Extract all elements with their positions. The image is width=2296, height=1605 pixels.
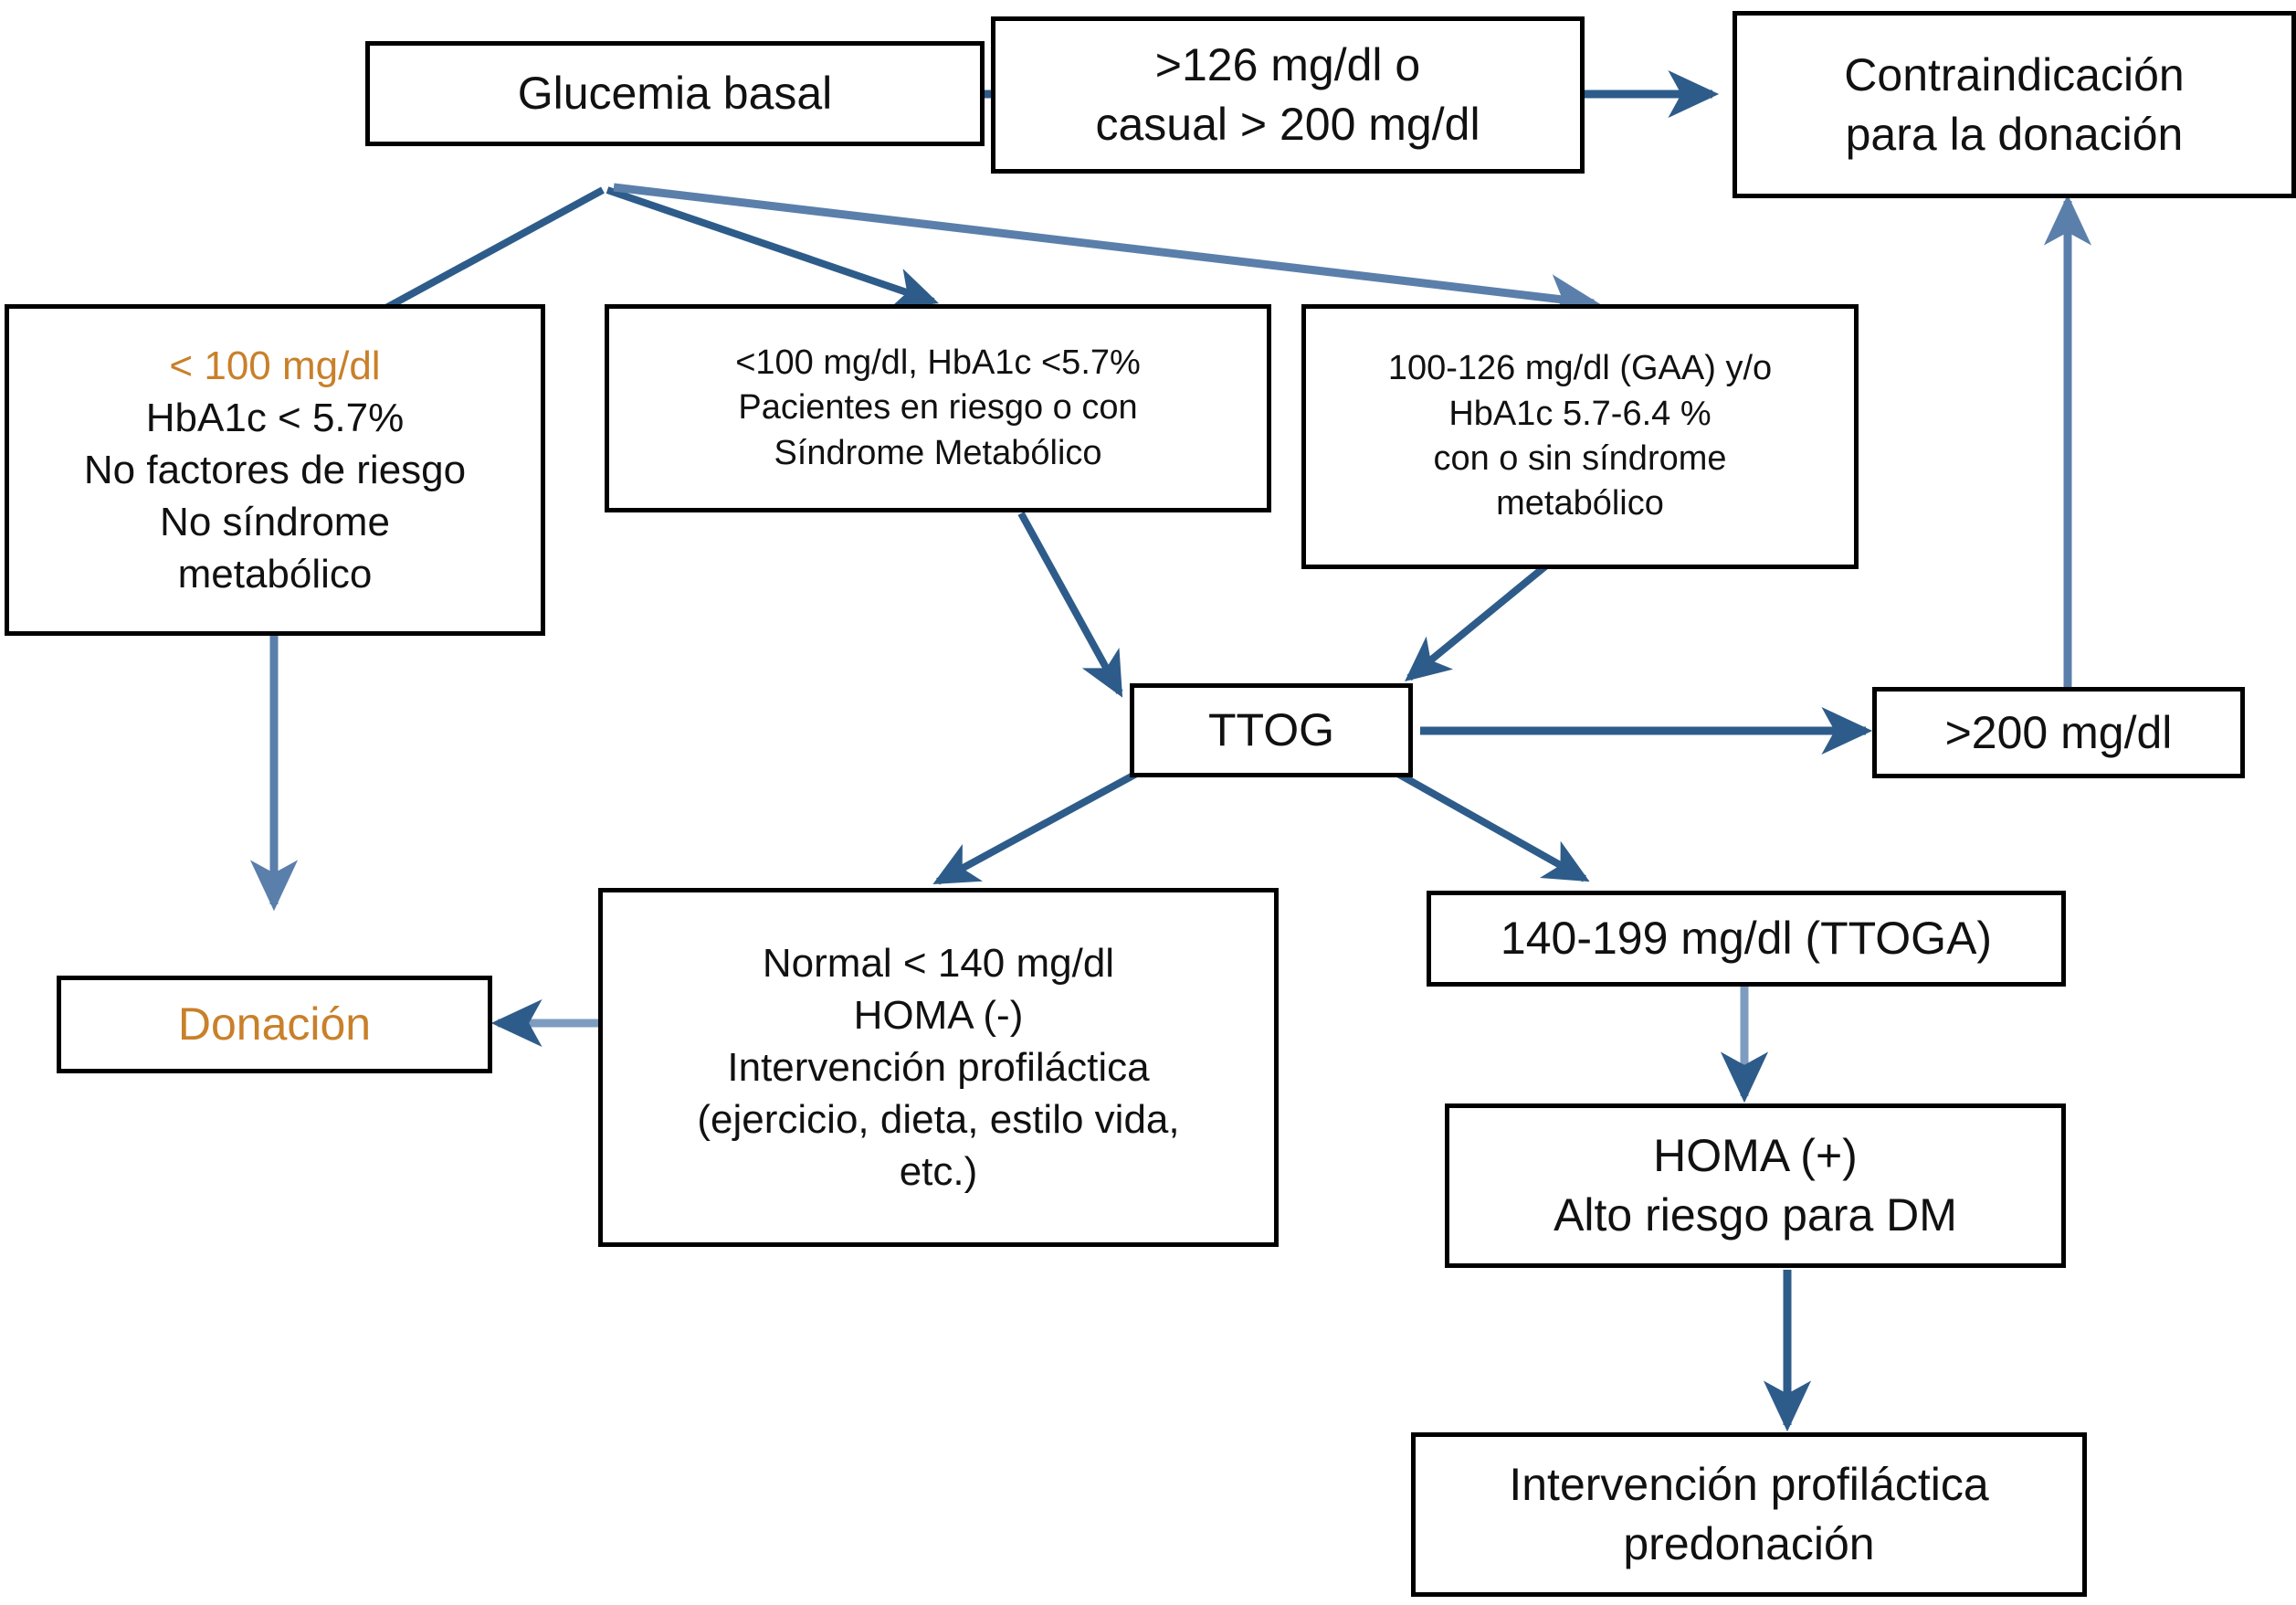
node-intervencion-predonacion[interactable]: Intervención profiláctica predonación	[1411, 1432, 2087, 1597]
node-glucemia-basal[interactable]: Glucemia basal	[365, 41, 985, 146]
node-contraindicacion[interactable]: Contraindicación para la donación	[1733, 11, 2296, 198]
node-homa-positivo[interactable]: HOMA (+) Alto riesgo para DM	[1445, 1103, 2066, 1268]
node-normoglucemia-sin-riesgo-line-1: HbA1c < 5.7%	[145, 395, 405, 440]
node-gaa-line-0: 100-126 mg/dl (GAA) y/o	[1387, 349, 1773, 388]
node-hiperglucemia-line-1: casual > 200 mg/dl	[1095, 99, 1480, 150]
node-normoglucemia-sin-riesgo[interactable]: < 100 mg/dl HbA1c < 5.7% No factores de …	[5, 304, 545, 636]
node-normal-140-line-4: etc.)	[899, 1149, 978, 1195]
node-normal-140-line-2: Intervención profiláctica	[727, 1044, 1150, 1090]
node-normoglucemia-con-riesgo-line-2: Síndrome Metabólico	[774, 433, 1102, 472]
edge-normo-con-riesgo-to-ttog	[1017, 512, 1123, 698]
node-intervencion-predonacion-line-1: predonación	[1623, 1518, 1875, 1569]
edge-ttog-to-normal-140	[932, 768, 1142, 885]
edge-gaa-to-ttog	[1405, 563, 1548, 682]
node-gaa-line-2: con o sin síndrome	[1433, 439, 1727, 478]
node-contraindicacion-line-0: Contraindicación	[1844, 48, 2185, 100]
node-mayor-200[interactable]: >200 mg/dl	[1872, 687, 2245, 778]
node-normoglucemia-sin-riesgo-line-3: No síndrome	[160, 500, 390, 545]
node-normoglucemia-con-riesgo-line-1: Pacientes en riesgo o con	[738, 388, 1138, 428]
edge-glucemia-to-normo-con-riesgo	[606, 186, 940, 309]
node-homa-positivo-line-1: Alto riesgo para DM	[1553, 1189, 1957, 1241]
node-homa-positivo-line-0: HOMA (+)	[1653, 1130, 1858, 1181]
node-normal-140-line-3: (ejercicio, dieta, estilo vida,	[697, 1097, 1180, 1143]
node-ttog-line-0: TTOG	[1208, 704, 1334, 755]
edge-ttog-to-ttoga	[1393, 768, 1590, 882]
node-normoglucemia-sin-riesgo-line-4: metabólico	[177, 552, 373, 597]
node-ttoga[interactable]: 140-199 mg/dl (TTOGA)	[1427, 891, 2066, 987]
node-gaa[interactable]: 100-126 mg/dl (GAA) y/o HbA1c 5.7-6.4 % …	[1301, 304, 1859, 569]
node-gaa-line-1: HbA1c 5.7-6.4 %	[1448, 394, 1711, 433]
node-gaa-line-3: metabólico	[1496, 484, 1664, 523]
edge-glucemia-to-gaa	[613, 183, 1601, 322]
node-normoglucemia-sin-riesgo-line-0: < 100 mg/dl	[169, 343, 381, 388]
node-ttog[interactable]: TTOG	[1130, 683, 1413, 777]
node-normoglucemia-sin-riesgo-line-2: No factores de riesgo	[83, 447, 467, 492]
node-normal-140-line-0: Normal < 140 mg/dl	[762, 940, 1115, 986]
node-glucemia-basal-line-0: Glucemia basal	[517, 68, 833, 119]
node-normoglucemia-con-riesgo[interactable]: <100 mg/dl, HbA1c <5.7% Pacientes en rie…	[605, 304, 1271, 512]
node-mayor-200-line-0: >200 mg/dl	[1944, 706, 2173, 758]
node-contraindicacion-line-1: para la donación	[1845, 108, 2184, 160]
node-intervencion-predonacion-line-0: Intervención profiláctica	[1509, 1459, 1989, 1510]
node-normal-140-line-1: HOMA (-)	[853, 992, 1024, 1038]
node-normal-140[interactable]: Normal < 140 mg/dl HOMA (-) Intervención…	[598, 888, 1279, 1247]
node-hiperglucemia-line-0: >126 mg/dl o	[1154, 39, 1421, 90]
node-hiperglucemia[interactable]: >126 mg/dl o casual > 200 mg/dl	[991, 16, 1585, 174]
node-ttoga-line-0: 140-199 mg/dl (TTOGA)	[1500, 913, 1993, 964]
node-donacion-line-0: Donación	[177, 998, 372, 1050]
node-normoglucemia-con-riesgo-line-0: <100 mg/dl, HbA1c <5.7%	[735, 343, 1141, 382]
node-donacion[interactable]: Donación	[57, 976, 492, 1073]
